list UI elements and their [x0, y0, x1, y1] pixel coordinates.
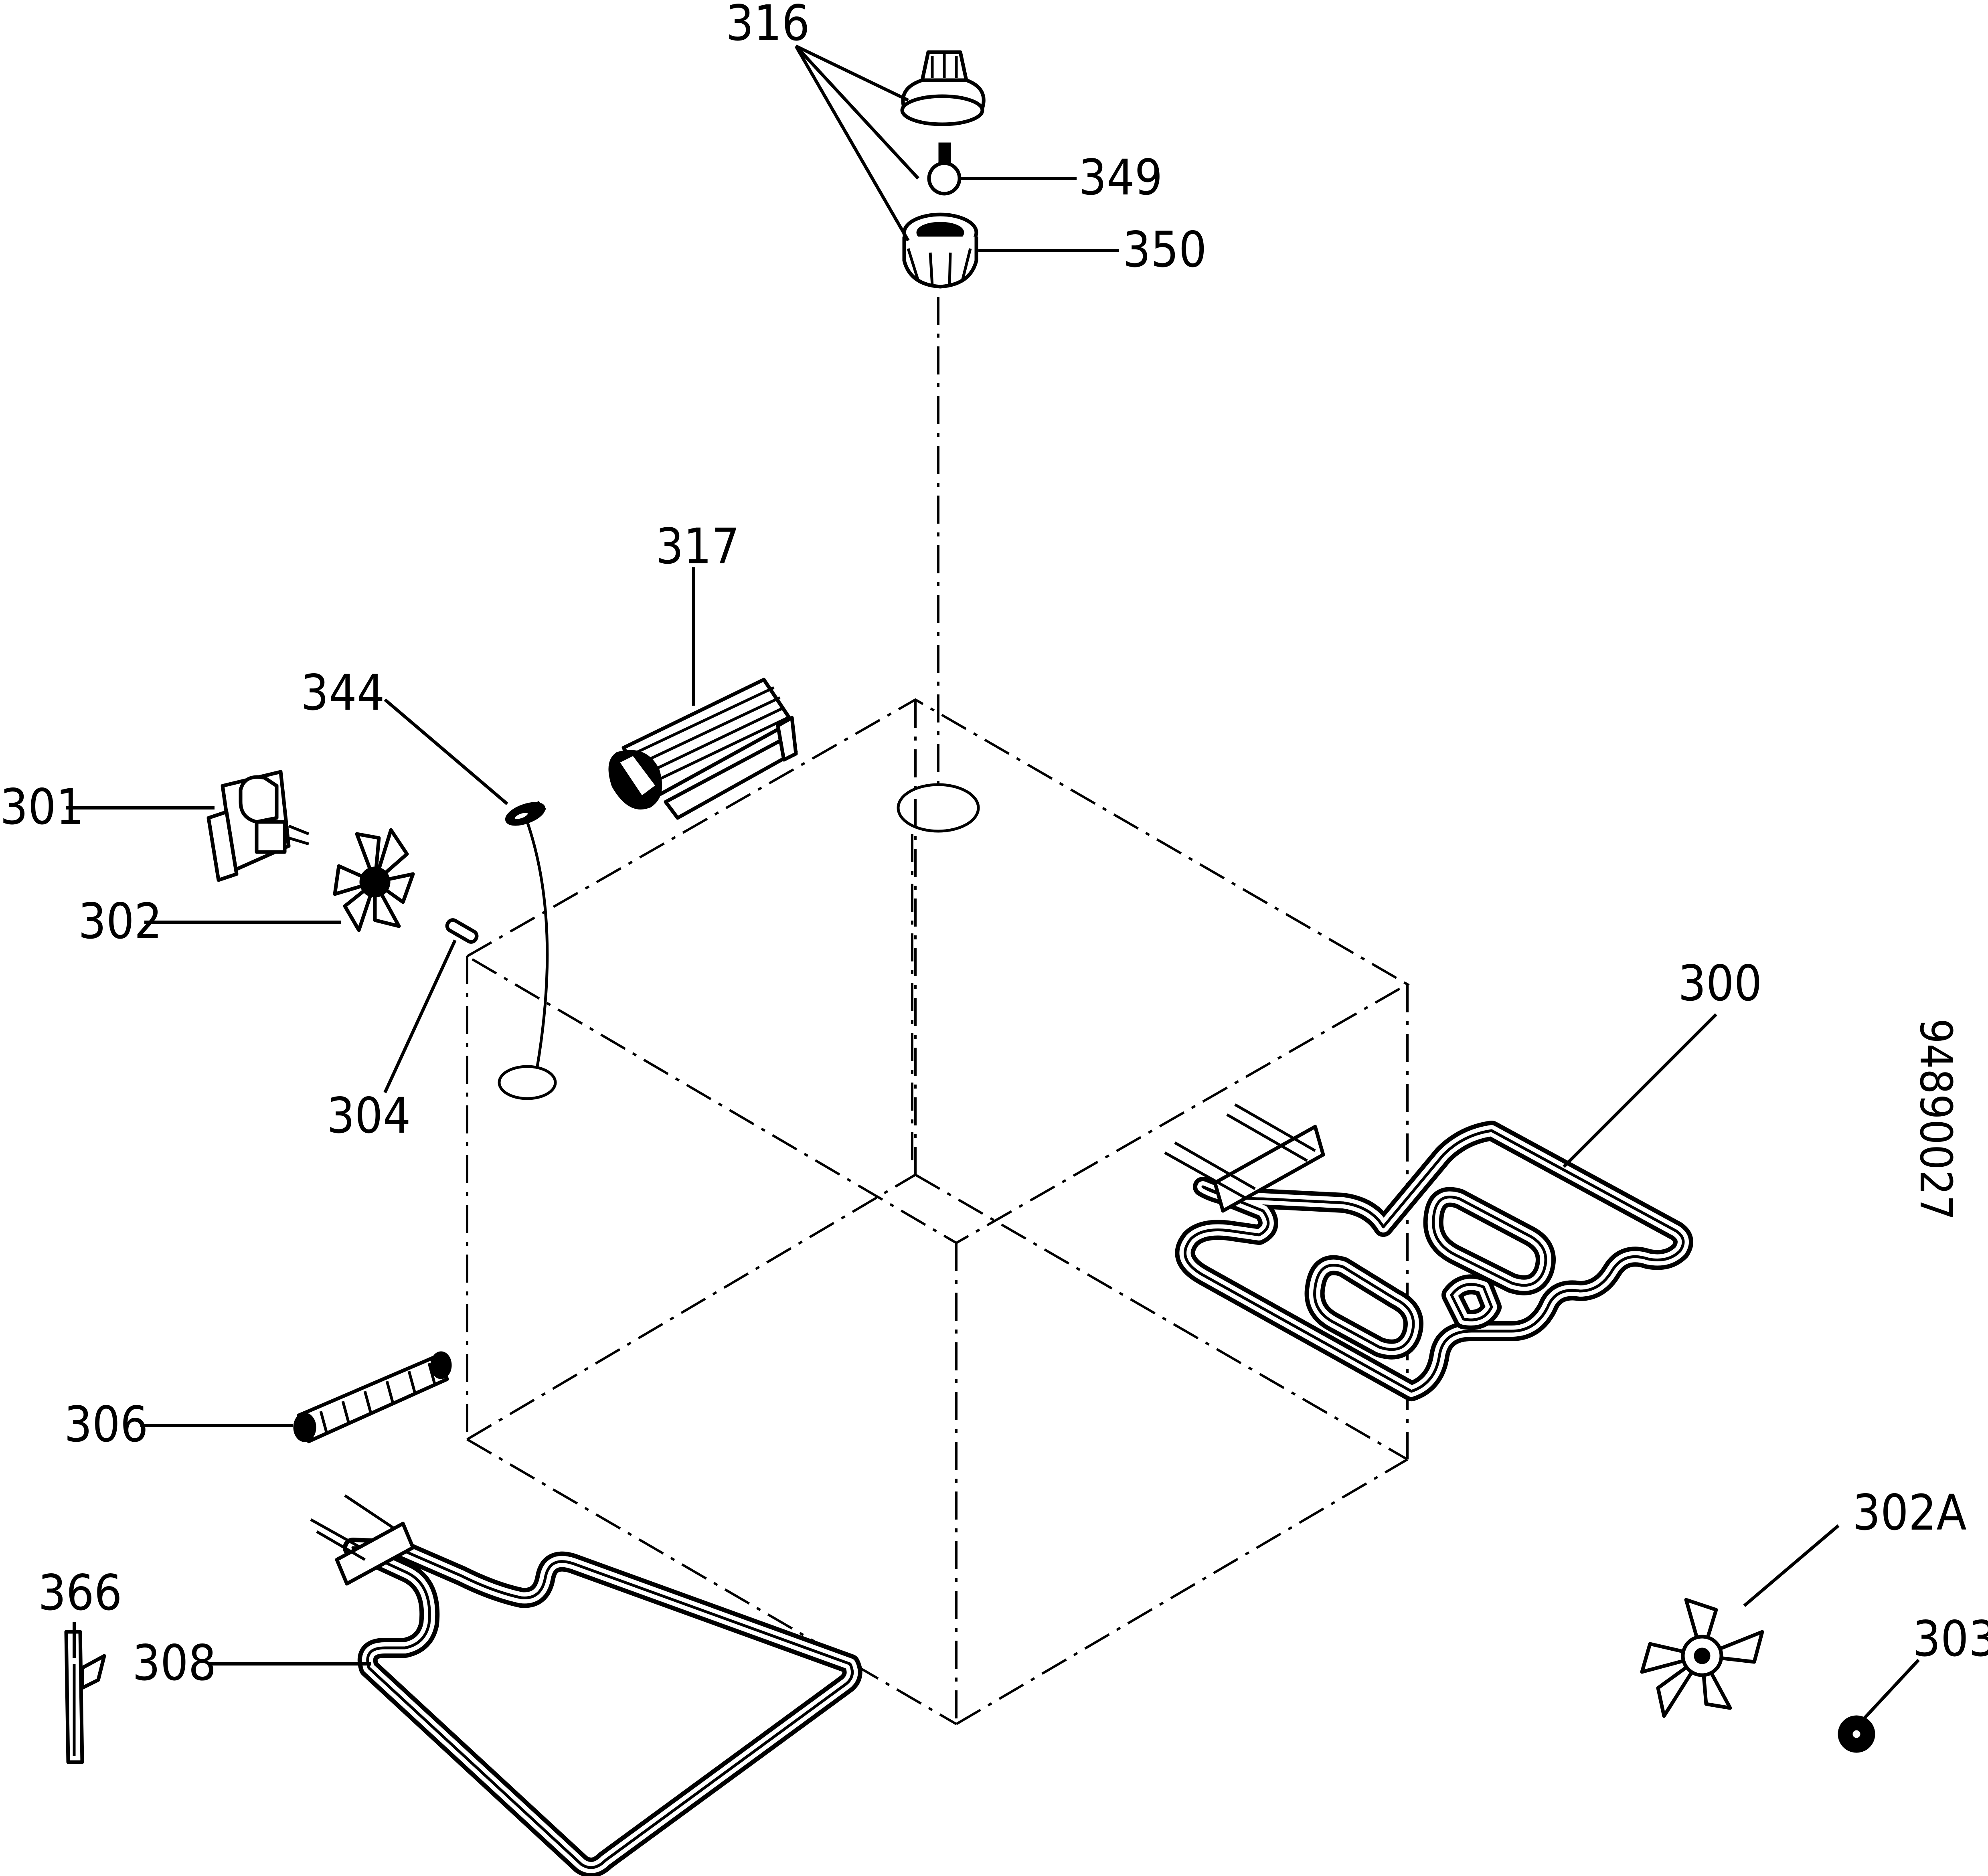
- label-302a: 302A: [1852, 1484, 1967, 1541]
- fan-blade-part-302: [333, 828, 415, 932]
- nut-part-304: [445, 918, 479, 944]
- label-366: 366: [38, 1564, 122, 1621]
- label-308: 308: [132, 1635, 216, 1692]
- part-labels: 316 349 350 317 344 301 302 304 300 306 …: [0, 0, 1988, 1692]
- lamp-bulb-part-349: [927, 142, 962, 196]
- lamp-cover-part-316: [900, 50, 986, 126]
- label-317: 317: [656, 518, 739, 575]
- leader-lines: [66, 45, 1920, 1719]
- cooling-fan-part-317: [608, 678, 798, 820]
- label-303: 303: [1913, 1611, 1988, 1668]
- label-302: 302: [78, 893, 162, 950]
- fan-blade-part-302a: [1640, 1598, 1764, 1718]
- label-316: 316: [726, 0, 810, 52]
- grill-heater-part-300: [1164, 1103, 1693, 1401]
- terminal-block-part-306: [293, 1351, 452, 1443]
- label-301: 301: [0, 779, 84, 836]
- label-304: 304: [327, 1087, 411, 1144]
- nut-part-303: [1838, 1715, 1875, 1753]
- label-350: 350: [1123, 221, 1207, 278]
- lamp-holder-part-350: [902, 212, 978, 289]
- label-344: 344: [301, 664, 385, 721]
- drawing-number-text: 94890027: [1910, 1018, 1962, 1220]
- label-306: 306: [64, 1396, 148, 1453]
- seal-part-344: [505, 801, 547, 826]
- drawing-number: 94890027: [1910, 1018, 1962, 1220]
- label-349: 349: [1079, 149, 1162, 206]
- bottom-heater-part-308: [310, 1494, 862, 1876]
- bracket-part-366: [64, 1630, 106, 1764]
- motor-part-301: [206, 770, 310, 882]
- oven-cavity-outline: [465, 297, 1410, 1725]
- label-300: 300: [1678, 955, 1762, 1012]
